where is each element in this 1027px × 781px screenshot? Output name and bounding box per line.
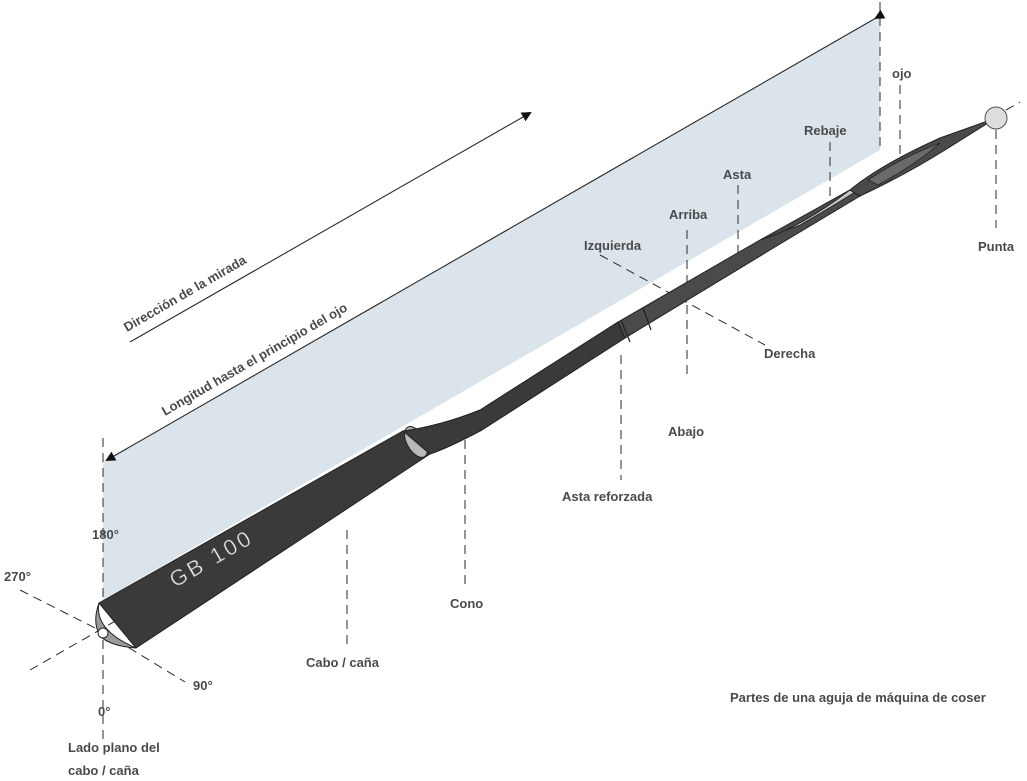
needle-eye: [867, 142, 941, 186]
degree-180-label: 180°: [92, 527, 119, 542]
eye-label: ojo: [892, 66, 912, 81]
degree-0-label: 0°: [98, 704, 110, 719]
top-label: Arriba: [669, 207, 708, 222]
point-marker: [984, 106, 1008, 130]
degree-270-line: [19, 589, 104, 633]
left-label: Izquierda: [584, 238, 642, 253]
degree-90-label: 90°: [193, 678, 213, 693]
diagram-caption: Partes de una aguja de máquina de coser: [730, 690, 986, 705]
shank-label: Cabo / caña: [306, 655, 380, 670]
flat-side-label-line1: Lado plano del: [68, 740, 160, 755]
point-label: Punta: [978, 239, 1015, 254]
degree-270-label: 270°: [4, 569, 31, 584]
bottom-label: Abajo: [668, 424, 704, 439]
right-label: Derecha: [764, 346, 816, 361]
scarf-label: Rebaje: [804, 123, 847, 138]
cone-label: Cono: [450, 596, 483, 611]
flat-side-label-line2: cabo / caña: [68, 763, 140, 778]
reinforced-ring: [642, 307, 652, 331]
view-direction-label: Dirección de la mirada: [121, 252, 249, 335]
length-plane: [103, 15, 880, 600]
length-arrow: [105, 9, 886, 461]
reinforced-ring: [620, 319, 631, 343]
reinforced-blade-label: Asta reforzada: [562, 489, 653, 504]
blade-label: Asta: [723, 167, 752, 182]
